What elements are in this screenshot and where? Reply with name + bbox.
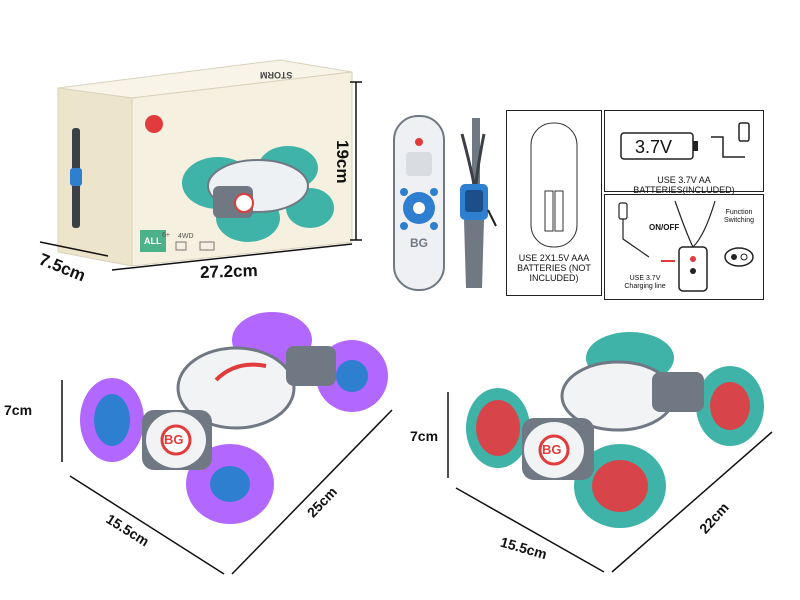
product-box: STORM ALL 4WD 6+ (48, 58, 354, 268)
stunt-car-purple: BG (66, 300, 402, 530)
charging-line-text: USE 3.7V Charging line (624, 275, 666, 290)
function-switching-label: Function Switching (724, 209, 754, 224)
battery-diagram (620, 122, 750, 160)
battery-voltage: 3.7V (635, 137, 673, 157)
product-box-illustration (57, 59, 353, 267)
car1-badge: BG (164, 432, 184, 447)
box-width-label: 27.2cm (199, 260, 258, 283)
remote-badge: BG (410, 236, 428, 250)
remote-battery-text: USE 2X1.5V AAA BATTERIES (NOT INCLUDED) (517, 253, 591, 283)
stunt-car-teal: BG (454, 322, 774, 536)
car1-height-label: 7cm (4, 402, 33, 418)
car-battery-text: USE 3.7V AA BATTERIES(INCLUDED) (633, 175, 735, 195)
gesture-watch (450, 114, 500, 292)
car-battery-panel: 3.7V USE 3.7V AA BATTERIES(INCLUDED) (604, 110, 764, 195)
car2-height-label: 7cm (410, 428, 439, 444)
remote-battery-compartment (530, 122, 578, 248)
remote-battery-panel: USE 2X1.5V AAA BATTERIES (NOT INCLUDED) (506, 110, 602, 296)
box-height-label: 19cm (333, 140, 352, 184)
car2-badge: BG (542, 442, 562, 457)
box-feature-age: 6+ (162, 232, 170, 239)
charging-diagram (618, 200, 754, 292)
gesture-remote: BG (390, 112, 448, 294)
box-all-badge: ALL (144, 236, 162, 246)
on-off-label: ON/OFF (649, 223, 680, 232)
box-feature-4wd: 4WD (178, 233, 194, 240)
charging-panel: ON/OFF Function Switching USE 3.7V Charg… (604, 194, 764, 300)
